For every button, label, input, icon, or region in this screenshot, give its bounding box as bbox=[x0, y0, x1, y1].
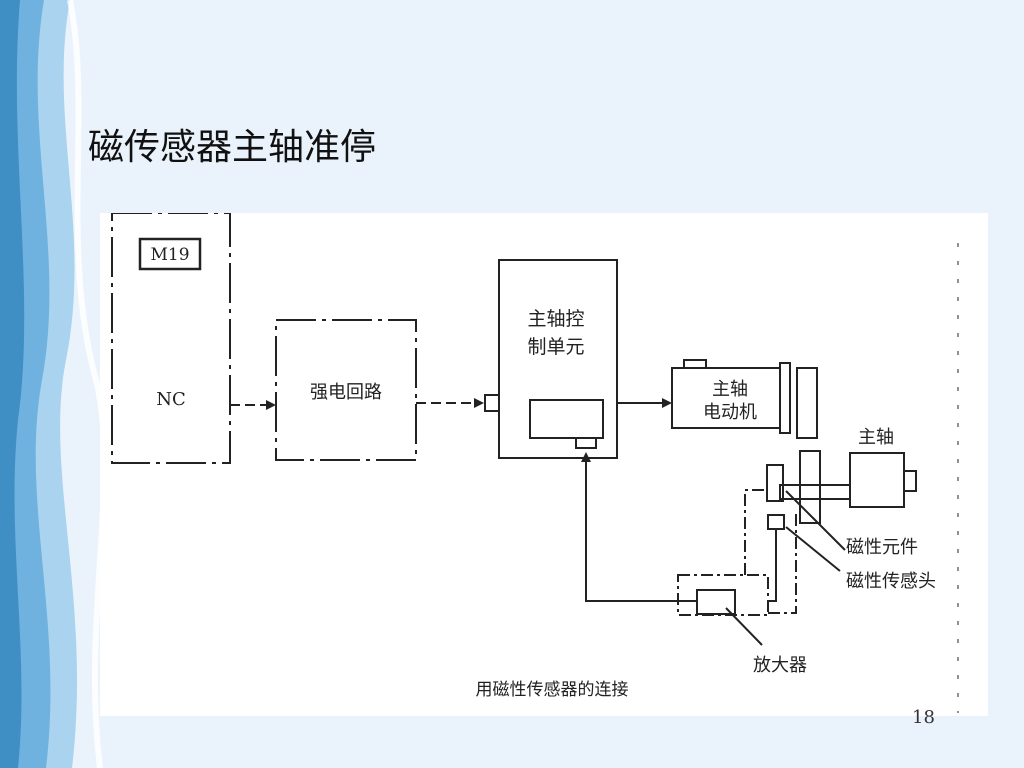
spindle-label: 主轴 bbox=[858, 427, 894, 448]
magnetic-element-label: 磁性元件 bbox=[846, 537, 918, 558]
motor-label-2: 电动机 bbox=[703, 402, 757, 423]
power-circuit-label: 强电回路 bbox=[310, 382, 382, 403]
nc-box bbox=[111, 213, 231, 464]
magnetic-element-shape bbox=[766, 464, 784, 502]
sensor-head-shape bbox=[767, 514, 785, 530]
amplifier-box bbox=[677, 574, 769, 616]
motor-gear bbox=[796, 367, 818, 439]
spindle-body bbox=[849, 452, 905, 508]
amplifier-label: 放大器 bbox=[753, 655, 807, 676]
spindle-control-label-1: 主轴控 bbox=[527, 308, 584, 330]
motor-flange bbox=[779, 362, 791, 434]
m19-tag-box bbox=[138, 237, 202, 271]
motor-label-1: 主轴 bbox=[712, 379, 748, 400]
diagram-figure: M19 NC 强电回路 主轴控 制单元 主轴 电动机 主轴 磁性元件 磁性传感头… bbox=[100, 213, 988, 716]
diagram-caption: 用磁性传感器的连接 bbox=[476, 680, 629, 700]
spindle-end bbox=[903, 470, 917, 492]
slide-title: 磁传感器主轴准停 bbox=[88, 127, 377, 168]
page-number: 18 bbox=[912, 707, 935, 728]
nc-tag-label: M19 bbox=[150, 245, 189, 265]
spindle-control-box bbox=[498, 259, 618, 459]
power-circuit-box bbox=[275, 319, 417, 461]
control-input-port bbox=[484, 394, 500, 412]
magnetic-sensor-head-label: 磁性传感头 bbox=[846, 571, 936, 592]
control-port bbox=[575, 437, 597, 449]
connection-diagram: M19 NC 强电回路 主轴控 制单元 主轴 电动机 主轴 磁性元件 磁性传感头… bbox=[111, 213, 959, 713]
nc-label: NC bbox=[156, 389, 186, 410]
motor-top-tab bbox=[683, 359, 707, 369]
spindle-control-label-2: 制单元 bbox=[527, 336, 584, 358]
spindle-gear bbox=[799, 450, 821, 524]
control-inner-box bbox=[529, 399, 604, 439]
